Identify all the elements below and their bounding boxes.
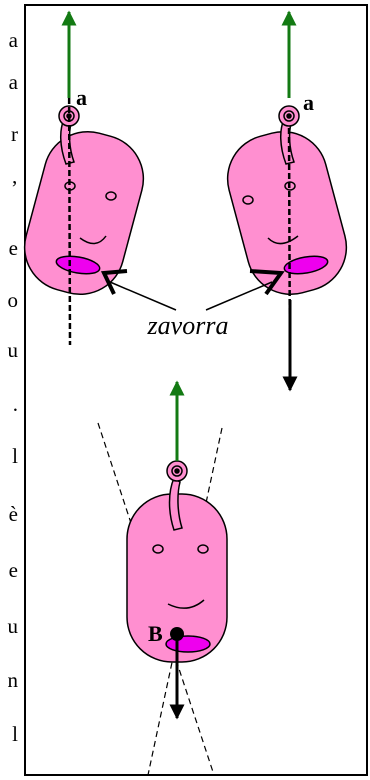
top-right-figure: a (218, 12, 357, 390)
center-of-mass-point (170, 627, 184, 641)
bottom-figure: B (98, 382, 227, 775)
body (15, 122, 154, 304)
top-left-figure: a (15, 12, 154, 345)
callout-leader-right (206, 282, 272, 310)
brake-label: zavorra (147, 311, 229, 340)
point-b-label: B (148, 621, 163, 646)
hook-label: a (76, 85, 87, 110)
callout-leader-left (110, 282, 176, 310)
hook-label: a (303, 90, 314, 115)
brake-callout: zavorra (110, 282, 272, 340)
